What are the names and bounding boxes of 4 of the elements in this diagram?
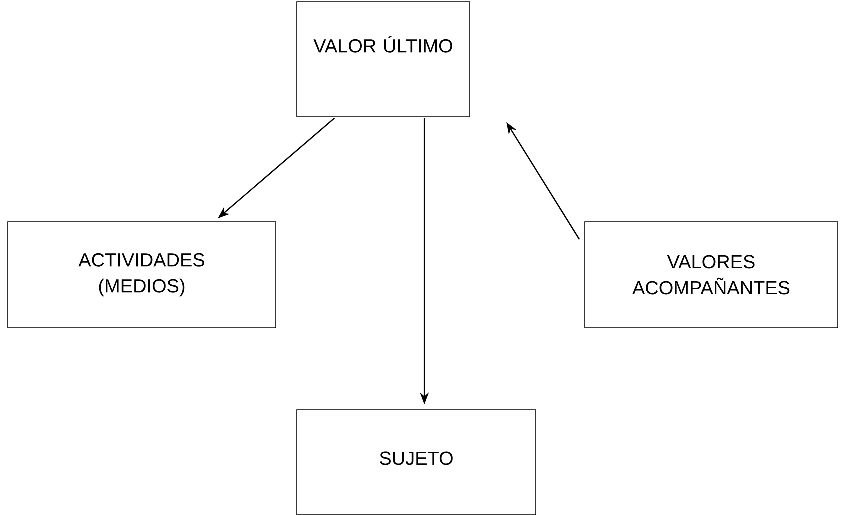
- text-box: ACTIVIDADES (MEDIOS): [8, 222, 276, 328]
- text-box: VALORES ACOMPAÑANTES: [584, 222, 838, 328]
- text-box: VALOR ÚLTIMO: [296, 2, 470, 118]
- text-box: SUJETO: [296, 410, 536, 515]
